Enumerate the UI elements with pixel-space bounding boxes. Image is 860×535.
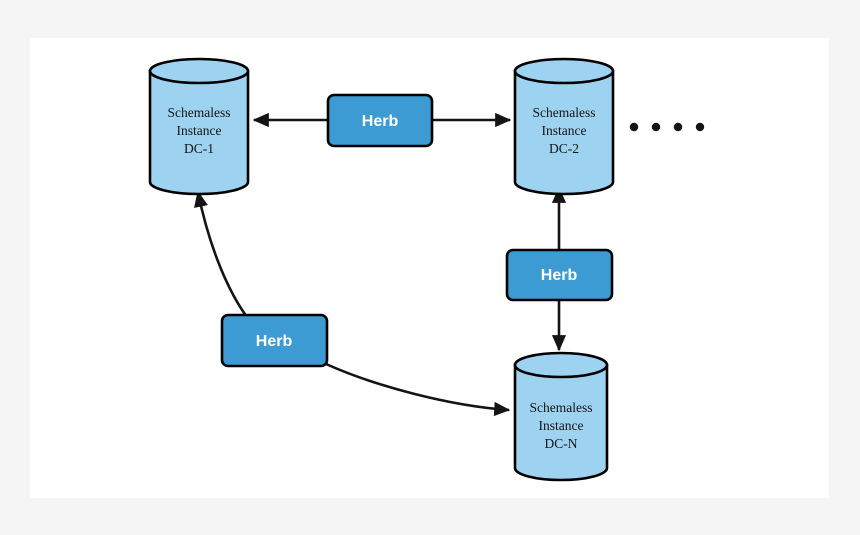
herb-bottom-box [220, 313, 329, 368]
dcn-label-line2: Instance [539, 418, 584, 433]
process-herb-bottom[interactable]: Herb [220, 313, 329, 368]
dc2-label-line2: Instance [542, 123, 587, 138]
dc1-cylinder-top [148, 57, 250, 85]
dc2-cylinder-body [513, 69, 615, 196]
ellipsis-dot [695, 122, 705, 132]
dcn-label-line3: DC-N [545, 436, 578, 451]
replication-topology-diagram: Schemaless Instance DC-1 Schemaless Inst… [148, 57, 705, 482]
dcn-label-line1: Schemaless [530, 400, 593, 415]
node-dcn[interactable]: Schemaless Instance DC-N [513, 351, 609, 482]
ellipsis-dot [651, 122, 661, 132]
dc1-label-line2: Instance [177, 123, 222, 138]
ellipsis-dot [629, 122, 639, 132]
dc1-label-line3: DC-1 [184, 141, 214, 156]
dcn-cylinder-top [513, 351, 609, 379]
dc1-cylinder-body [148, 69, 250, 196]
herb-middle-label: Herb [541, 267, 578, 284]
edge-layer [194, 112, 567, 417]
process-herb-middle[interactable]: Herb [505, 248, 614, 302]
dcn-cylinder-body [513, 363, 609, 482]
dc2-cylinder-top [513, 57, 615, 85]
process-herb-top[interactable]: Herb [326, 93, 434, 148]
ellipsis-dots [629, 122, 705, 132]
herb-bottom-label: Herb [256, 333, 293, 350]
herb-top-box [326, 93, 434, 148]
dc2-label-line3: DC-2 [549, 141, 579, 156]
herb-middle-box [505, 248, 614, 302]
ellipsis-dot [673, 122, 683, 132]
herb-top-label: Herb [362, 113, 399, 130]
node-dc1[interactable]: Schemaless Instance DC-1 [148, 57, 250, 196]
diagram-canvas: Schemaless Instance DC-1 Schemaless Inst… [30, 38, 829, 498]
edge-herb-bottom-to-dc1 [194, 190, 249, 318]
node-dc2[interactable]: Schemaless Instance DC-2 [513, 57, 615, 196]
edge-herb-bottom-to-dcn [325, 362, 511, 417]
dc1-label-line1: Schemaless [168, 105, 231, 120]
dc2-label-line1: Schemaless [533, 105, 596, 120]
